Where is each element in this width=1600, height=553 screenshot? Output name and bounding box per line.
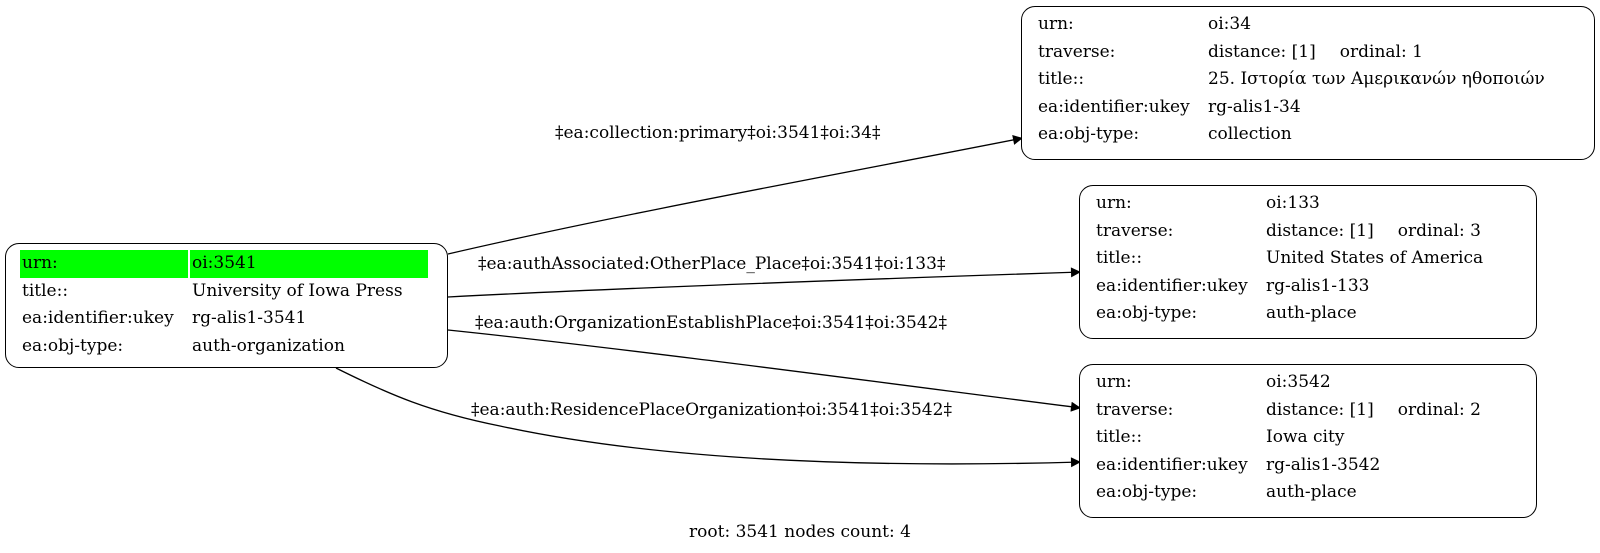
node-oi-133[interactable]: urn: oi:133 traverse: distance: [1] ordin… (1079, 185, 1537, 339)
node-oi-34[interactable]: urn: oi:34 traverse: distance: [1] ordina… (1021, 6, 1595, 160)
node-row-urn: urn: oi:3542 (1094, 369, 1483, 397)
traverse-ordinal: ordinal: 2 (1397, 399, 1481, 420)
node-row-traverse: traverse: distance: [1] ordinal: 2 (1094, 397, 1483, 425)
node-key: title:: (1096, 248, 1143, 268)
traverse-distance: distance: [1] (1208, 41, 1316, 62)
node-key: title:: (1038, 69, 1085, 89)
node-oi-3542[interactable]: urn: oi:3542 traverse: distance: [1] ordi… (1079, 364, 1537, 518)
node-key: ea:identifier:ukey (1038, 96, 1190, 117)
edge-label-associated: ‡ea:authAssociated:OtherPlace_Place‡oi:3… (478, 254, 946, 274)
node-row-urn: urn: oi:34 (1036, 11, 1547, 39)
node-root-table: urn: oi:3541 title:: University of Iowa … (18, 250, 430, 360)
node-value-traverse: distance: [1] ordinal: 1 (1206, 39, 1547, 67)
node-key: ea:obj-type: (1096, 482, 1198, 502)
node-row-type: ea:obj-type: auth-place (1094, 479, 1483, 507)
node-value: rg-alis1-3542 (1266, 454, 1381, 475)
node-root[interactable]: urn: oi:3541 title:: University of Iowa … (5, 243, 448, 368)
graph-footer: root: 3541 nodes count: 4 (689, 522, 911, 542)
node-row-type: ea:obj-type: collection (1036, 121, 1547, 149)
traverse-ordinal: ordinal: 3 (1397, 220, 1481, 241)
node-row-ukey: ea:identifier:ukey rg-alis1-34 (1036, 94, 1547, 122)
node-key: traverse: (1096, 220, 1174, 241)
node-key: ea:identifier:ukey (1096, 275, 1248, 296)
node-key: traverse: (1096, 399, 1174, 420)
edge-label-residence: ‡ea:auth:ResidencePlaceOrganization‡oi:3… (471, 400, 952, 420)
node-row-traverse: traverse: distance: [1] ordinal: 1 (1036, 39, 1547, 67)
node-oi-133-table: urn: oi:133 traverse: distance: [1] ordin… (1092, 190, 1487, 328)
node-value: 25. Ιστορία των Αμερικανών ηθοποιών (1208, 69, 1545, 89)
node-value-traverse: distance: [1] ordinal: 2 (1264, 397, 1483, 425)
edge-residence-path (335, 367, 1082, 468)
traverse-ordinal: ordinal: 1 (1339, 41, 1423, 62)
node-row-title: title:: 25. Ιστορία των Αμερικανών ηθοπο… (1036, 66, 1547, 94)
edge-collection-path (447, 135, 1024, 255)
traverse-distance: distance: [1] (1266, 220, 1374, 241)
edge-label-collection: ‡ea:collection:primary‡oi:3541‡oi:34‡ (555, 123, 881, 143)
node-oi-34-table: urn: oi:34 traverse: distance: [1] ordina… (1034, 11, 1549, 149)
node-root-value: auth-organization (192, 335, 345, 356)
node-row-ukey: ea:identifier:ukey rg-alis1-133 (1094, 273, 1485, 301)
node-root-value: University of Iowa Press (192, 280, 403, 301)
node-root-key: ea:identifier:ukey (22, 308, 174, 328)
node-root-key: title:: (22, 280, 69, 301)
node-root-value: rg-alis1-3541 (192, 308, 307, 328)
node-key: urn: (1096, 193, 1132, 213)
node-value: collection (1208, 124, 1292, 144)
node-value: oi:3542 (1266, 372, 1331, 392)
node-root-row-title: title:: University of Iowa Press (20, 278, 428, 306)
node-value: United States of America (1266, 248, 1484, 268)
node-key: ea:obj-type: (1038, 124, 1140, 144)
node-root-row-ukey: ea:identifier:ukey rg-alis1-3541 (20, 305, 428, 333)
node-row-title: title:: United States of America (1094, 245, 1485, 273)
node-row-type: ea:obj-type: auth-place (1094, 300, 1485, 328)
node-root-value: oi:3541 (190, 250, 428, 278)
node-key: ea:identifier:ukey (1096, 454, 1248, 475)
node-key: title:: (1096, 427, 1143, 447)
traverse-distance: distance: [1] (1266, 399, 1374, 420)
edge-label-establish: ‡ea:auth:OrganizationEstablishPlace‡oi:3… (475, 313, 947, 333)
node-root-row-urn: urn: oi:3541 (20, 250, 428, 278)
node-key: urn: (1096, 372, 1132, 392)
node-row-traverse: traverse: distance: [1] ordinal: 3 (1094, 218, 1485, 246)
node-value: rg-alis1-34 (1208, 96, 1301, 117)
node-row-urn: urn: oi:133 (1094, 190, 1485, 218)
node-value: auth-place (1266, 303, 1357, 323)
node-key: traverse: (1038, 41, 1116, 62)
node-value: rg-alis1-133 (1266, 275, 1370, 296)
edge-establish-path (447, 329, 1082, 412)
node-root-row-type: ea:obj-type: auth-organization (20, 333, 428, 361)
node-root-key: urn: (20, 250, 188, 278)
node-value: oi:34 (1208, 14, 1252, 34)
node-key: urn: (1038, 14, 1074, 34)
node-value: auth-place (1266, 482, 1357, 502)
node-value: Iowa city (1266, 427, 1345, 447)
node-key: ea:obj-type: (1096, 303, 1198, 323)
node-row-ukey: ea:identifier:ukey rg-alis1-3542 (1094, 452, 1483, 480)
node-row-title: title:: Iowa city (1094, 424, 1483, 452)
node-oi-3542-table: urn: oi:3542 traverse: distance: [1] ordi… (1092, 369, 1485, 507)
node-value: oi:133 (1266, 193, 1320, 213)
node-value-traverse: distance: [1] ordinal: 3 (1264, 218, 1485, 246)
node-root-key: ea:obj-type: (22, 335, 124, 356)
edge-associated-path (447, 267, 1082, 298)
